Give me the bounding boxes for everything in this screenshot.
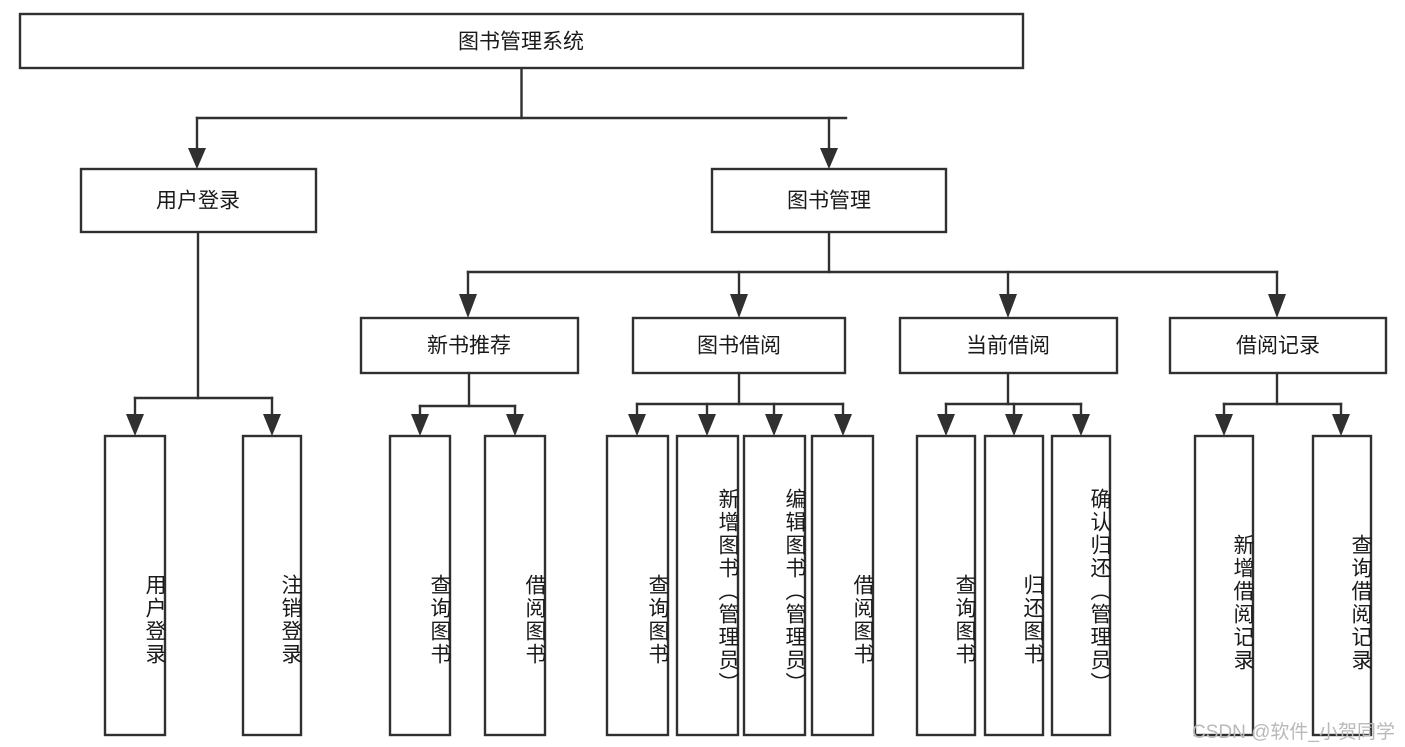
leaf-box-confirm-return[interactable] <box>1050 434 1112 737</box>
node-root-label: 图书管理系统 <box>458 31 584 54</box>
leaf-box-add-record[interactable] <box>1193 434 1255 737</box>
node-current-borrow-box[interactable] <box>898 316 1119 375</box>
node-user-login-label: 用户登录 <box>156 190 240 213</box>
arrowhead-leaf-user-login <box>126 414 144 436</box>
leaf-box-query-record[interactable] <box>1311 434 1373 737</box>
arrowhead-current-confirm <box>1072 414 1090 436</box>
node-new-book-recommend[interactable]: 新书推荐 <box>359 316 580 375</box>
arrowhead-borrow-query <box>628 414 646 436</box>
arrowhead-borrow-add <box>698 414 716 436</box>
arrowhead-user-login <box>188 148 206 169</box>
arrowhead-borrow-edit <box>765 414 783 436</box>
arrowhead-borrow-lend <box>834 414 852 436</box>
arrowhead-current-borrow <box>999 294 1017 318</box>
leaf-box-user-login[interactable] <box>103 434 167 737</box>
node-current-borrow[interactable]: 当前借阅 <box>898 316 1119 375</box>
leaf-box-add-book-admin[interactable] <box>675 434 740 737</box>
arrowhead-new-book-rec <box>459 294 477 318</box>
node-new-book-recommend-label: 新书推荐 <box>427 335 511 358</box>
arrowhead-leaf-logout <box>263 414 281 436</box>
arrowhead-borrow-record <box>1268 294 1286 318</box>
leaf-box-borrow-book-rec[interactable] <box>483 434 547 737</box>
node-current-borrow-label: 当前借阅 <box>966 335 1050 358</box>
arrowhead-book-mgmt <box>820 148 838 169</box>
node-borrow-record[interactable]: 借阅记录 <box>1168 316 1388 375</box>
arrowhead-current-return <box>1005 414 1023 436</box>
leaf-node-layer <box>103 434 1373 737</box>
node-root-box[interactable] <box>18 12 1025 70</box>
leaf-box-return-book[interactable] <box>983 434 1045 737</box>
node-borrow-record-box[interactable] <box>1168 316 1388 375</box>
arrowhead-newbook-query <box>411 414 429 436</box>
leaf-box-edit-book-admin[interactable] <box>742 434 807 737</box>
node-book-management-box[interactable] <box>710 167 948 234</box>
arrowhead-current-query <box>937 414 955 436</box>
connector-layer <box>126 66 1350 436</box>
node-new-book-recommend-box[interactable] <box>359 316 580 375</box>
node-book-management-label: 图书管理 <box>787 190 871 213</box>
node-book-borrow-label: 图书借阅 <box>697 335 781 358</box>
arrowhead-newbook-borrow <box>506 414 524 436</box>
csdn-watermark: CSDN @软件_小贺同学 <box>1192 722 1395 743</box>
leaf-box-borrow-book[interactable] <box>810 434 875 737</box>
node-user-login[interactable]: 用户登录 <box>79 167 318 234</box>
arrowhead-record-add <box>1215 414 1233 436</box>
leaf-box-query-book-cur[interactable] <box>915 434 977 737</box>
leaf-box-query-book-rec[interactable] <box>388 434 452 737</box>
arrowhead-book-borrow <box>730 294 748 318</box>
node-root[interactable]: 图书管理系统 <box>18 12 1025 70</box>
node-book-borrow-box[interactable] <box>631 316 847 375</box>
node-user-login-box[interactable] <box>79 167 318 234</box>
node-book-borrow[interactable]: 图书借阅 <box>631 316 847 375</box>
leaf-box-query-book-borrow[interactable] <box>605 434 670 737</box>
leaf-box-logout[interactable] <box>241 434 303 737</box>
arrowhead-record-query <box>1332 414 1350 436</box>
node-book-management[interactable]: 图书管理 <box>710 167 948 234</box>
node-borrow-record-label: 借阅记录 <box>1236 335 1320 358</box>
